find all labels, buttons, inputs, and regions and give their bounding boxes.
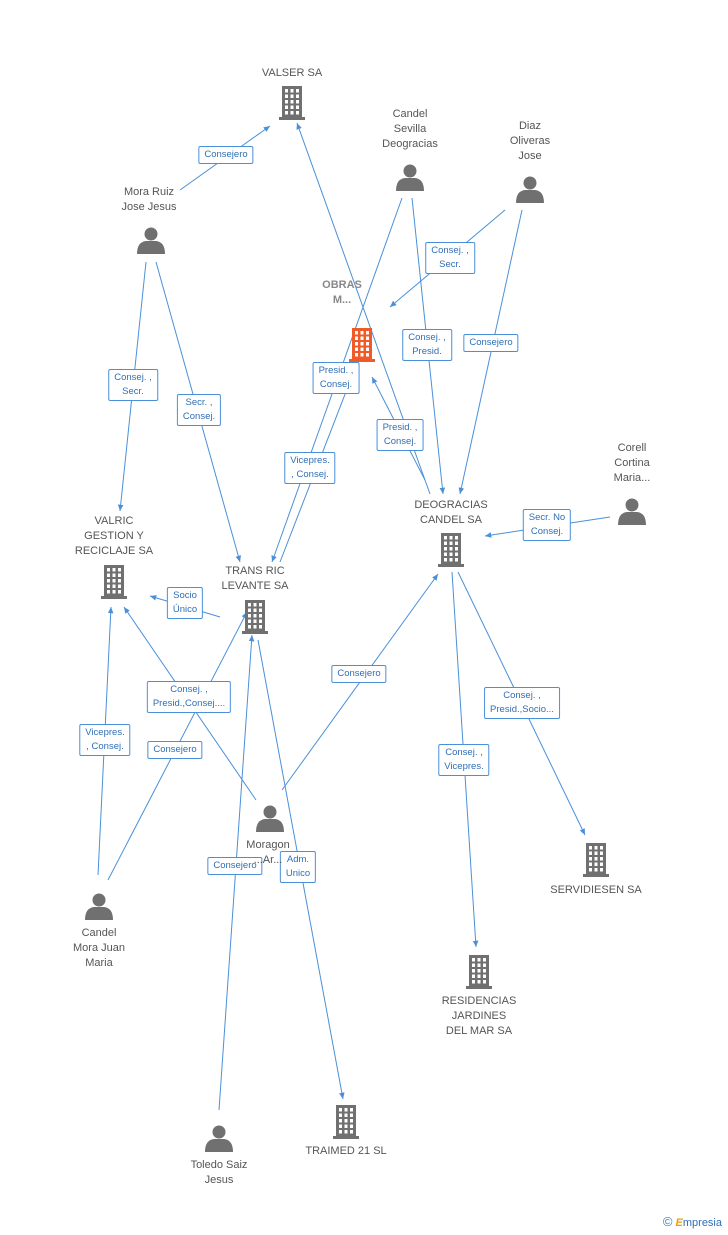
node-label-transric[interactable]: TRANS RIC LEVANTE SA xyxy=(221,565,289,592)
person-icon-candel_mora[interactable] xyxy=(85,893,113,921)
edge-label-candel_sevilla-transric[interactable]: Vicepres. , Consej. xyxy=(284,452,336,484)
edge-label-transric-obras[interactable]: Presid. , Consej. xyxy=(312,362,360,394)
person-icon-mora_ruiz[interactable] xyxy=(137,227,165,255)
empresia-logo-initial: E xyxy=(675,1217,683,1229)
edge-label-transric-traimed[interactable]: Adm. Unico xyxy=(279,851,317,883)
edge-label-deogracias-servidiesen[interactable]: Consej. , Presid.,Socio... xyxy=(484,687,560,719)
building-icon-valser[interactable] xyxy=(279,86,305,120)
edge-diaz-to-deogracias xyxy=(458,209,523,495)
edge-label-candel_mora-transric[interactable]: Consejero xyxy=(147,741,203,759)
building-icon-servidiesen[interactable] xyxy=(583,843,609,877)
edge-label-moragon-valric[interactable]: Consej. , Presid.,Consej.... xyxy=(146,681,232,713)
node-label-mora_ruiz[interactable]: Mora Ruiz Jose Jesus xyxy=(121,186,177,213)
person-icon-toledo[interactable] xyxy=(205,1125,233,1153)
edge-label-diaz-deogracias[interactable]: Consejero xyxy=(463,334,519,352)
building-icon-deogracias[interactable] xyxy=(438,533,464,567)
building-icon-traimed[interactable] xyxy=(333,1105,359,1139)
edge-label-diaz-obras[interactable]: Consej. , Secr. xyxy=(425,242,475,274)
node-label-candel_mora[interactable]: Candel Mora Juan Maria xyxy=(73,927,125,969)
node-label-traimed[interactable]: TRAIMED 21 SL xyxy=(305,1145,387,1157)
node-label-deogracias[interactable]: DEOGRACIAS CANDEL SA xyxy=(414,499,488,526)
copyright-icon: © xyxy=(662,1214,673,1229)
person-icon-moragon[interactable] xyxy=(256,805,284,833)
edge-label-toledo-transric[interactable]: Consejero xyxy=(207,857,263,875)
nodes-layer xyxy=(85,86,646,1152)
person-icon-diaz[interactable] xyxy=(516,176,544,204)
person-icon-candel_sevilla[interactable] xyxy=(396,164,424,192)
node-label-valser[interactable]: VALSER SA xyxy=(261,67,323,79)
edge-label-mora_ruiz-transric[interactable]: Secr. , Consej. xyxy=(176,394,222,426)
empresia-footer[interactable]: © Empresia xyxy=(663,1214,722,1229)
node-label-valric[interactable]: VALRIC GESTION Y RECICLAJE SA xyxy=(74,515,154,557)
node-label-moragon[interactable]: Moragon ...Ar... xyxy=(246,839,290,866)
node-label-corell[interactable]: Corell Cortina Maria... xyxy=(613,442,651,484)
node-label-obras[interactable]: OBRAS M... xyxy=(322,279,362,306)
edge-label-transric-valric[interactable]: Socio Único xyxy=(166,587,204,619)
edge-label-corell-deogracias[interactable]: Secr. No Consej. xyxy=(522,509,572,541)
node-label-diaz[interactable]: Diaz Oliveras Jose xyxy=(509,120,551,162)
empresia-logo-text: mpresia xyxy=(682,1217,722,1229)
node-label-toledo[interactable]: Toledo Saiz Jesus xyxy=(190,1159,248,1186)
edge-label-mora_ruiz-valser[interactable]: Consejero xyxy=(198,146,254,164)
node-label-candel_sevilla[interactable]: Candel Sevilla Deogracias xyxy=(382,108,438,150)
edge-label-mora_ruiz-valric[interactable]: Consej. , Secr. xyxy=(108,369,158,401)
person-icon-corell[interactable] xyxy=(618,498,646,526)
node-label-servidiesen[interactable]: SERVIDIESEN SA xyxy=(550,884,642,896)
building-icon-residencias[interactable] xyxy=(466,955,492,989)
building-icon-obras[interactable] xyxy=(349,328,375,362)
building-icon-valric[interactable] xyxy=(101,565,127,599)
node-label-residencias[interactable]: RESIDENCIAS JARDINES DEL MAR SA xyxy=(441,995,517,1037)
edge-label-deogracias-residencias[interactable]: Consej. , Vicepres. xyxy=(438,744,490,776)
edge-label-deogracias-obras[interactable]: Presid. , Consej. xyxy=(376,419,424,451)
edge-label-candel_sevilla-deogracias[interactable]: Consej. , Presid. xyxy=(402,329,452,361)
edge-label-candel_mora-valric[interactable]: Vicepres. , Consej. xyxy=(79,724,131,756)
edge-label-moragon-deogracias[interactable]: Consejero xyxy=(331,665,387,683)
building-icon-transric[interactable] xyxy=(242,600,268,634)
